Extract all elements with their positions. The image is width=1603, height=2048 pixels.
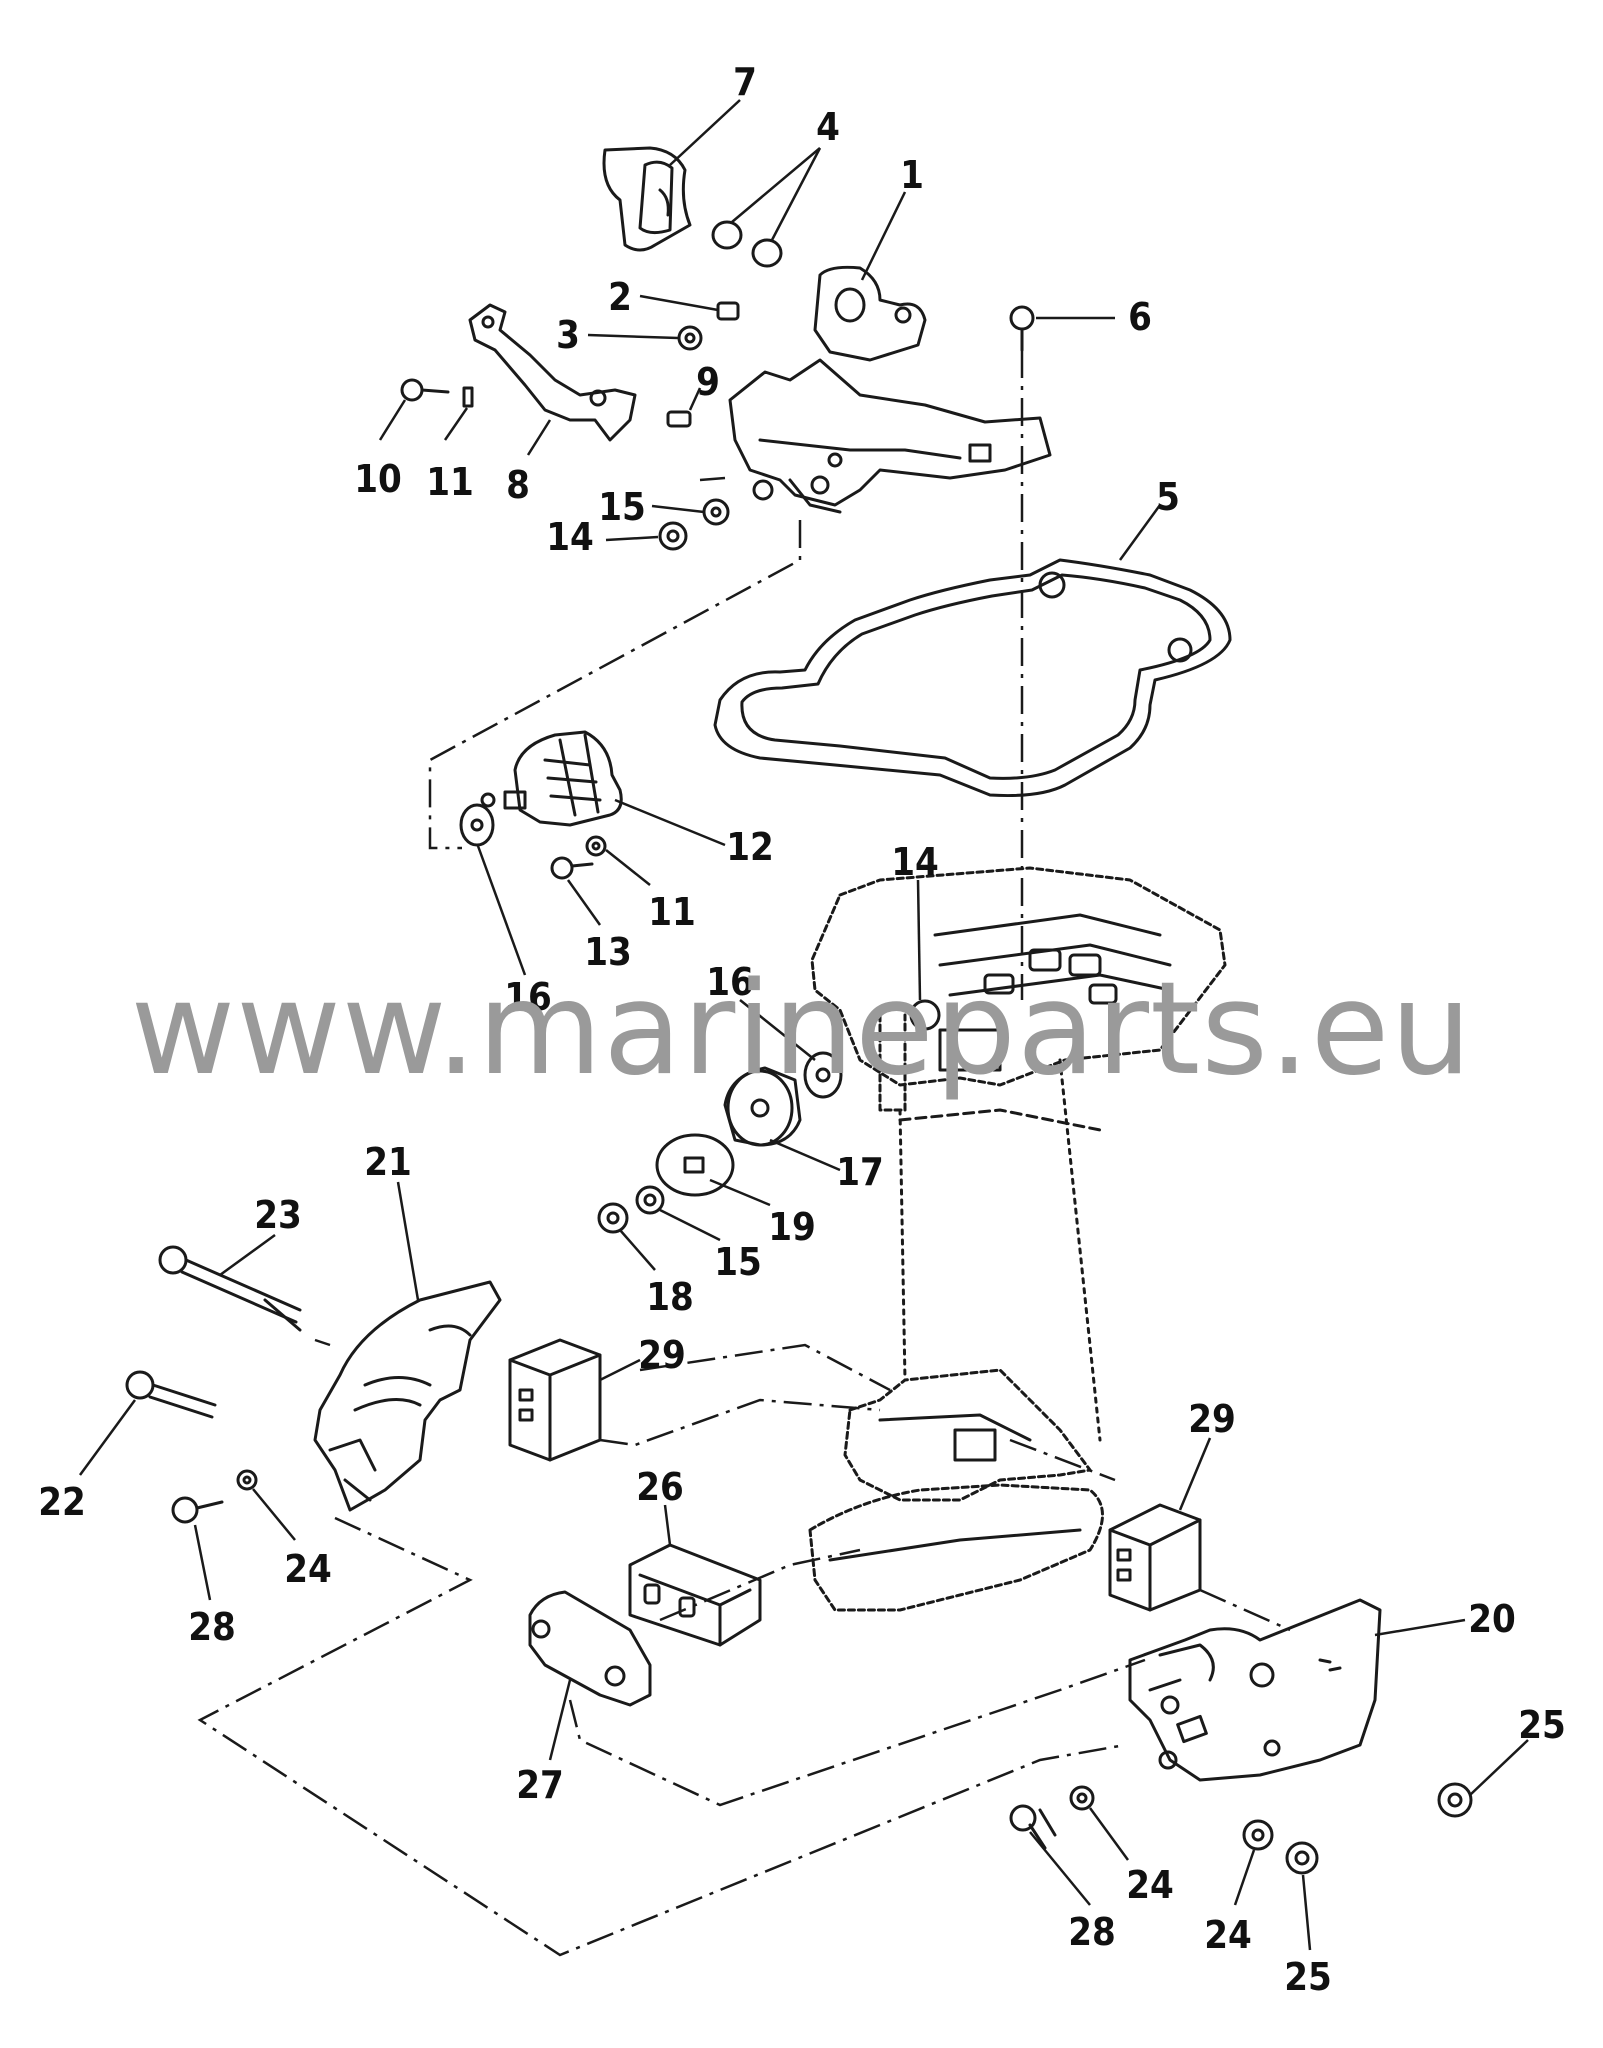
upper-mount-plate — [728, 358, 1052, 514]
part-11-washer-mid — [585, 835, 607, 857]
part-15-washer-top — [702, 498, 730, 526]
label-1: 1 — [900, 153, 924, 197]
part-18-nut — [597, 1202, 629, 1234]
label-26: 26 — [636, 1465, 684, 1509]
part-28-bolt-right — [1009, 1804, 1057, 1850]
label-25a: 25 — [1518, 1703, 1566, 1747]
label-11b: 11 — [648, 890, 696, 934]
lower-housing-flange — [808, 1368, 1104, 1612]
label-13: 13 — [584, 930, 632, 974]
label-14b: 14 — [891, 840, 939, 884]
assembly-lines — [197, 350, 1291, 1957]
label-16b: 16 — [706, 960, 754, 1004]
part-8-link-arm — [468, 303, 637, 442]
label-24b: 24 — [1126, 1863, 1174, 1907]
part-29-block-left — [508, 1338, 602, 1462]
label-23: 23 — [254, 1193, 302, 1237]
part-15-washer-mid — [635, 1185, 665, 1215]
part-24-washer-right-b — [1242, 1819, 1274, 1851]
label-15a: 15 — [598, 485, 646, 529]
label-16a: 16 — [504, 975, 552, 1019]
part-14-nut-top — [658, 521, 688, 551]
part-7-cap — [602, 146, 692, 252]
label-6: 6 — [1128, 295, 1152, 339]
label-28a: 28 — [188, 1605, 236, 1649]
label-29a: 29 — [638, 1333, 686, 1377]
part-20-bracket — [1128, 1598, 1382, 1782]
part-19-plate — [655, 1133, 735, 1197]
label-7: 7 — [733, 60, 757, 104]
callout-labels: 7 4 1 2 3 6 9 10 11 8 15 14 5 12 11 13 1… — [38, 60, 1566, 1999]
part-22-bolt — [125, 1370, 217, 1419]
label-10: 10 — [354, 457, 402, 501]
label-18: 18 — [646, 1275, 694, 1319]
label-9: 9 — [696, 360, 720, 404]
part-24-washer-right-a — [1069, 1785, 1095, 1811]
part-9-pin — [666, 410, 692, 428]
label-11a: 11 — [426, 460, 474, 504]
part-16-washer-mid — [803, 1051, 843, 1099]
part-26-mount — [628, 1543, 762, 1647]
label-28b: 28 — [1068, 1910, 1116, 1954]
label-8: 8 — [506, 463, 530, 507]
part-27-bracket — [528, 1590, 652, 1707]
label-24a: 24 — [284, 1547, 332, 1591]
part-25-nut-right — [1437, 1782, 1473, 1818]
part-21-bracket — [313, 1280, 502, 1512]
part-13-screw — [550, 856, 594, 880]
part-24-washer-left — [236, 1469, 258, 1491]
part-23-bolt — [158, 1245, 302, 1332]
label-2: 2 — [608, 275, 632, 319]
label-14a: 14 — [546, 515, 594, 559]
label-4: 4 — [816, 105, 840, 149]
label-12: 12 — [726, 825, 774, 869]
label-19: 19 — [768, 1205, 816, 1249]
leader-lines — [78, 99, 1529, 1951]
mount-stud-top — [752, 479, 774, 501]
label-24c: 24 — [1204, 1913, 1252, 1957]
part-12-rubber-mount — [480, 730, 623, 827]
part-3-nut — [677, 325, 703, 351]
label-29b: 29 — [1188, 1397, 1236, 1441]
label-15b: 15 — [714, 1240, 762, 1284]
part-5-gasket — [713, 558, 1232, 798]
part-1-bracket — [813, 265, 927, 362]
label-22: 22 — [38, 1480, 86, 1524]
part-29-block-right — [1108, 1503, 1202, 1612]
label-21: 21 — [364, 1140, 412, 1184]
label-5: 5 — [1156, 475, 1180, 519]
part-17-rubber-mount — [723, 1066, 802, 1147]
part-6-screw — [1009, 305, 1035, 352]
part-2-nut — [716, 301, 740, 321]
part-28-bolt-left — [171, 1496, 224, 1524]
part-10-bolt — [400, 378, 450, 402]
label-3: 3 — [556, 313, 580, 357]
label-17: 17 — [836, 1150, 884, 1194]
label-25b: 25 — [1284, 1955, 1332, 1999]
label-20: 20 — [1468, 1597, 1516, 1641]
part-16-washer-left — [459, 803, 495, 847]
part-25-nut-bottom — [1285, 1841, 1319, 1875]
part-4-bushings — [711, 220, 783, 268]
exhaust-housing — [810, 866, 1227, 1442]
label-27: 27 — [516, 1763, 564, 1807]
part-11-washer-top — [462, 386, 474, 408]
